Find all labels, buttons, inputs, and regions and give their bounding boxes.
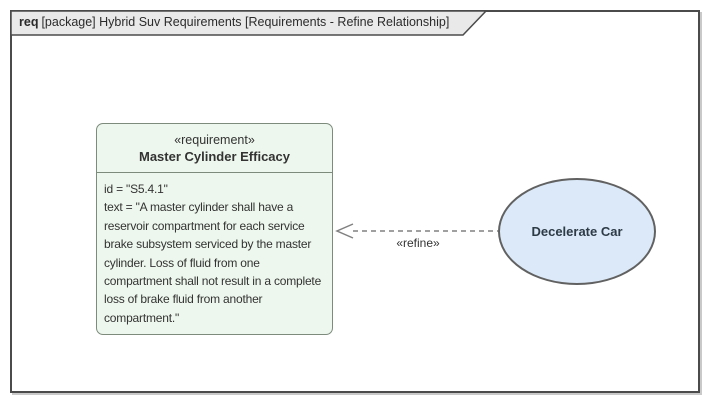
requirement-stereotype: «requirement»	[174, 133, 255, 147]
frame-keyword: req	[19, 15, 39, 29]
diagram-frame: req[package] Hybrid Suv Requirements [Re…	[10, 10, 700, 393]
requirement-header: «requirement» Master Cylinder Efficacy	[97, 124, 332, 173]
requirement-node[interactable]: «requirement» Master Cylinder Efficacy i…	[96, 123, 333, 335]
connector-open-arrowhead	[335, 223, 354, 239]
frame-tab-text: req[package] Hybrid Suv Requirements [Re…	[19, 10, 449, 35]
frame-tab-polygon	[10, 10, 488, 36]
connector-stereotype-label[interactable]: «refine»	[396, 236, 440, 250]
usecase-name: Decelerate Car	[531, 224, 623, 239]
requirement-body-text: id = "S5.4.1" text = "A master cylinder …	[104, 182, 322, 325]
usecase-node[interactable]: Decelerate Car	[498, 178, 656, 285]
frame-tab-shape	[10, 10, 488, 36]
frame-title: [package] Hybrid Suv Requirements [Requi…	[41, 15, 450, 29]
requirement-name: Master Cylinder Efficacy	[138, 149, 290, 164]
frame-tab: req[package] Hybrid Suv Requirements [Re…	[10, 10, 488, 36]
